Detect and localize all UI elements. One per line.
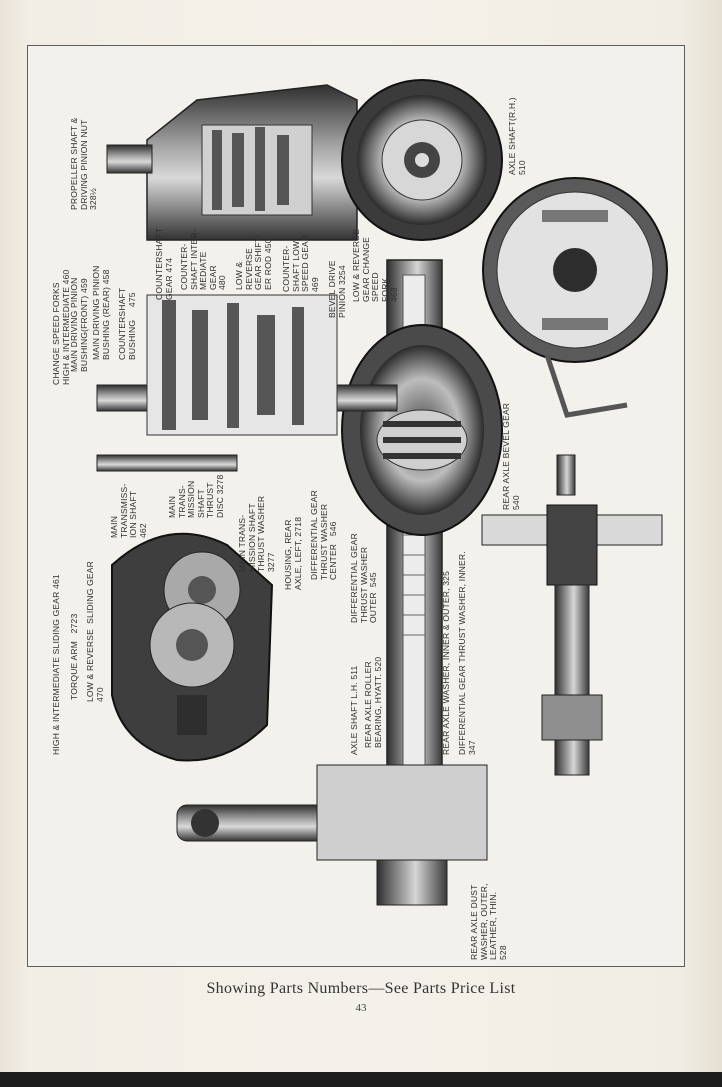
label-axle-shaft-lh: AXLE SHAFT L.H. 511 — [349, 665, 359, 755]
page-number: 43 — [355, 1002, 367, 1014]
label-torque-arm: TORQUE ARM 2723 — [69, 613, 79, 700]
label-low-reverse-gear-change: LOW & REVERSE GEAR CHANGE SPEED FORK 468 — [351, 229, 399, 302]
scan-edge — [0, 1072, 722, 1087]
exploded-axle-assembly — [481, 454, 663, 776]
label-main-driving-pinion-front: MAIN DRIVING PINION BUSHING(FRONT) 459 — [69, 277, 89, 372]
label-countershaft-low-speed: COUNTER- SHAFT LOW SPEED GEAR 469 — [281, 234, 320, 292]
label-low-reverse-gear-shifter: LOW & REVERSE GEAR SHIFT- ER ROD 450 — [234, 234, 273, 290]
label-countershaft-gear: COUNTERSHAFT GEAR 474 — [154, 227, 174, 300]
transmission-shaft — [96, 294, 398, 472]
label-high-intermediate-sliding: HIGH & INTERMEDIATE SLIDING GEAR 461 — [51, 574, 61, 755]
label-differential-gear-thrust-center: DIFFERENTIAL GEAR THRUST WASHER CENTER 5… — [309, 490, 338, 580]
label-rear-axle-washer: REAR AXLE WASHER, INNER & OUTER, 325 — [441, 570, 451, 755]
label-countershaft-intermediate: COUNTER- SHAFT INTER- MEDIATE GEAR 480 — [179, 229, 227, 290]
label-countershaft-bushing: COUNTERSHAFT BUSHING 475 — [117, 287, 137, 360]
brake-lever — [176, 764, 488, 906]
brake-backing-plate — [482, 177, 668, 418]
gear-case — [111, 532, 274, 762]
label-rear-axle-bevel-gear: REAR AXLE BEVEL GEAR 540 — [501, 402, 521, 510]
label-main-transmission-thrust-washer: MAIN TRANS- MISSION SHAFT THRUST WASHER … — [237, 495, 276, 572]
label-housing-rear-axle: HOUSING, REAR AXLE, LEFT, 2718 — [283, 516, 303, 590]
label-axle-shaft-rh: AXLE SHAFT(R.H.) 510 — [507, 97, 527, 175]
label-bevel-drive-pinion: BEVEL DRIVE PINION 3254 — [327, 260, 347, 318]
differential-housing — [341, 324, 503, 536]
rear-axle-cutaway-illustration — [96, 79, 668, 906]
label-main-transmission-shaft: MAIN TRANSMISS- ION SHAFT 462 — [109, 483, 148, 538]
label-propeller-shaft: PROPELLER SHAFT & DRIVING PINION NUT 328… — [69, 117, 98, 210]
label-rear-axle-dust-washer: REAR AXLE DUST WASHER, OUTER, LEATHER, T… — [469, 883, 508, 960]
label-main-driving-pinion-rear: MAIN DRIVING PINION BUSHING (REAR) 458 — [91, 265, 111, 360]
figure-caption: Showing Parts Numbers—See Parts Price Li… — [206, 980, 516, 997]
label-differential-gear-thrust-outer: DIFFERENTIAL GEAR THRUST WASHER OUTER 54… — [349, 533, 378, 623]
transmission-housing-top — [106, 84, 358, 241]
label-low-reverse-sliding: LOW & REVERSE SLIDING GEAR 470 — [85, 561, 105, 702]
label-main-transmission-thrust-disc: MAIN TRANS- MISSION SHAFT THRUST DISC 32… — [167, 474, 225, 518]
brake-drum-top — [341, 79, 503, 241]
label-rear-axle-roller-bearing: REAR AXLE ROLLER BEARING, HYATT. 520 — [363, 656, 383, 748]
label-differential-gear-thrust-inner: DIFFERENTIAL GEAR THRUST WASHER, INNER. … — [457, 551, 477, 755]
